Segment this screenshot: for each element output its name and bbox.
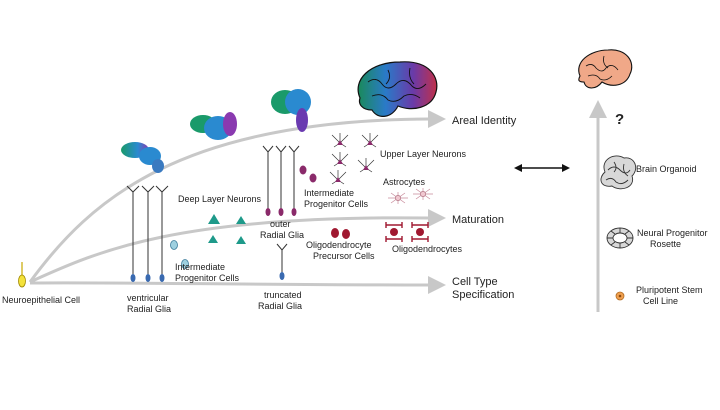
- embryo-brain-stage-3: [271, 89, 311, 132]
- ventricular-rg-label-line2: Radial Glia: [127, 304, 171, 314]
- stem-cell-label-line2: Cell Line: [643, 296, 678, 306]
- cell-type-label-line1: Cell Type: [452, 276, 498, 288]
- brain-icon: [357, 61, 438, 117]
- neuroepithelial-label: Neuroepithelial Cell: [2, 295, 80, 305]
- deep-layer-neurons-label: Deep Layer Neurons: [178, 194, 262, 204]
- neuroepithelial-cell: [18, 262, 26, 288]
- ventricular-rg-label-line1: ventricular: [127, 293, 169, 303]
- upper-layer-neurons: [329, 133, 379, 185]
- rosette-label-line1: Neural Progenitor: [637, 228, 708, 238]
- outer-rg-label-line2: Radial Glia: [260, 230, 304, 240]
- ventricular-radial-glia: [126, 185, 169, 282]
- maturation-arrowhead: [428, 209, 446, 227]
- model-ladder-arrow: [589, 100, 607, 312]
- deep-layer-neurons: [208, 214, 246, 244]
- intermediate-progenitor-cells-lower: [170, 240, 189, 269]
- brain-organoid-label: Brain Organoid: [636, 164, 697, 174]
- truncated-radial-glia: [276, 243, 288, 280]
- areal-identity-arrowhead: [428, 110, 446, 128]
- intermediate-progenitor-cells-upper: [299, 165, 317, 183]
- cell-type-arrowhead: [428, 276, 446, 294]
- ipc-lower-label-line1: Intermediate: [175, 262, 225, 272]
- maturation-arrow: [29, 216, 431, 284]
- astrocytes-label: Astrocytes: [383, 177, 426, 187]
- double-arrow-icon: [514, 164, 570, 172]
- opc-label-line1: Oligodendrocyte: [306, 240, 372, 250]
- upper-layer-neurons-label: Upper Layer Neurons: [380, 149, 467, 159]
- outer-rg-label-line1: outer: [270, 219, 291, 229]
- outer-radial-glia: [262, 145, 300, 216]
- astrocytes: [388, 188, 433, 204]
- embryo-brain-stage-2: [190, 112, 237, 140]
- ipc-lower-label-line2: Progenitor Cells: [175, 273, 240, 283]
- stem-cell-icon: [615, 291, 625, 301]
- oligodendrocytes: [385, 222, 429, 242]
- embryo-brain-stage-1: [121, 142, 164, 173]
- stem-cell-label-line1: Pluripotent Stem: [636, 285, 703, 295]
- maturation-label: Maturation: [452, 214, 504, 226]
- oligodendrocyte-precursor-cells: [331, 228, 350, 239]
- ipc-upper-label-line2: Progenitor Cells: [304, 199, 369, 209]
- rosette-icon: [606, 227, 634, 249]
- areal-identity-label: Areal Identity: [452, 115, 517, 127]
- rosette-label-line2: Rosette: [650, 239, 681, 249]
- cell-type-label-line2: Specification: [452, 289, 514, 301]
- truncated-rg-label-line2: Radial Glia: [258, 301, 302, 311]
- question-mark: ?: [615, 111, 624, 128]
- organoid-icon: [600, 155, 637, 190]
- oligodendrocytes-label: Oligodendrocytes: [392, 244, 463, 254]
- brain-icon: [578, 49, 633, 89]
- ipc-upper-label-line1: Intermediate: [304, 188, 354, 198]
- opc-label-line2: Precursor Cells: [313, 251, 375, 261]
- truncated-rg-label-line1: truncated: [264, 290, 302, 300]
- cell-type-arrow: [29, 281, 431, 287]
